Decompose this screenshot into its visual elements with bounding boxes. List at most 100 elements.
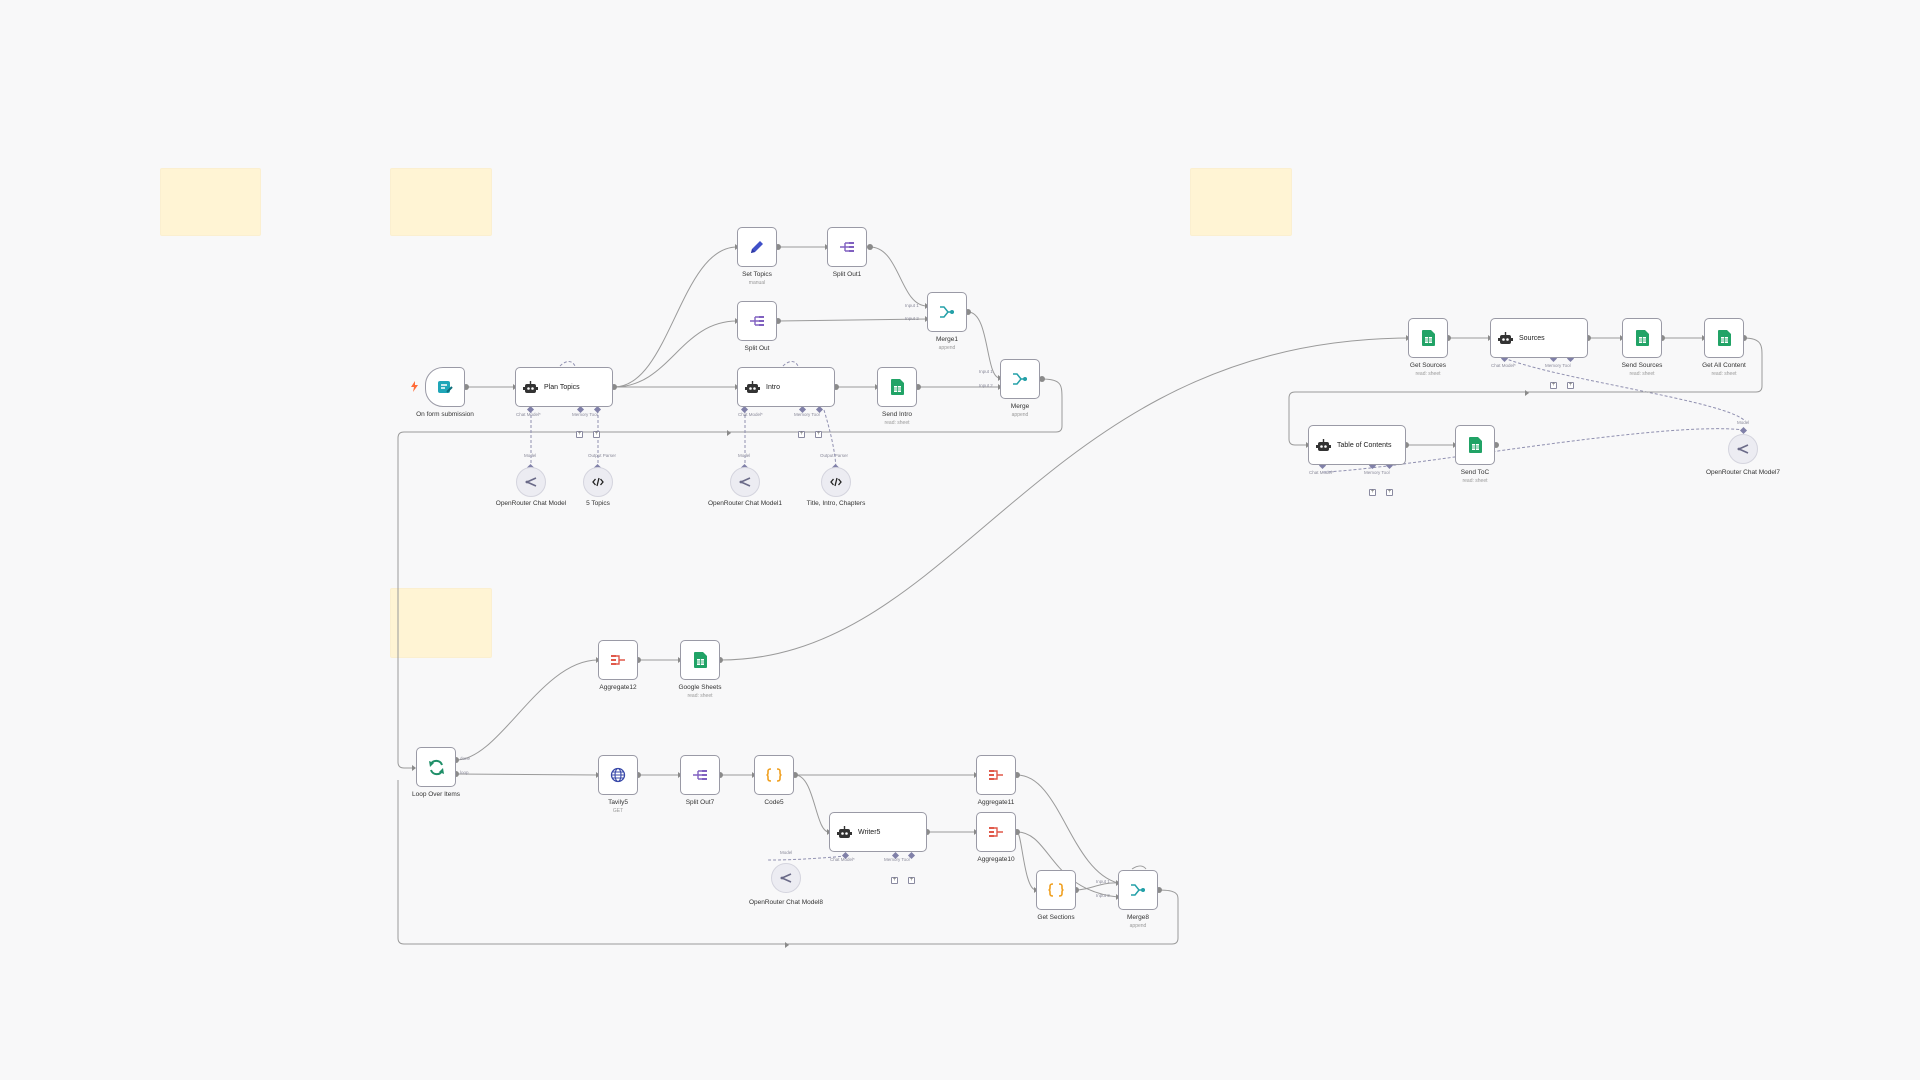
loop-over-items-node[interactable] [416,747,456,787]
writer5-agent-node[interactable]: Writer5 [829,812,927,852]
node-subtitle: read: sheet [687,693,713,699]
sticky-note[interactable] [1190,168,1292,236]
add-tool-button[interactable]: + [1550,382,1557,389]
robot-icon [837,825,852,839]
node-label: Aggregate12 [599,684,637,691]
sticky-note[interactable] [160,168,261,236]
node-subtitle: append [938,345,956,351]
merge8-node[interactable] [1118,870,1158,910]
node-label: On form submission [416,411,474,418]
input-tag: Model [1737,420,1750,425]
get-all-content-node[interactable] [1704,318,1744,358]
openrouter-icon [525,477,537,487]
table-of-contents-agent-node[interactable]: Table of Contents [1308,425,1406,465]
node-name: Send Intro [882,411,912,418]
node-name: Get Sources [1409,362,1447,369]
get-sections-node[interactable] [1036,870,1076,910]
split-out1-node[interactable] [827,227,867,267]
openrouter-model7-node[interactable] [1728,434,1758,464]
five-topics-parser-node[interactable] [583,467,613,497]
sticky-note[interactable] [390,588,492,658]
connection [613,246,738,388]
connection [1016,774,1119,884]
node-label: Split Out7 [685,799,715,806]
add-memory-button[interactable]: + [1386,489,1393,496]
connection [613,320,738,388]
node-label: Title, Intro, Chapters [806,500,866,507]
title-intro-chapters-parser-node[interactable] [821,467,851,497]
aggregate12-node[interactable] [598,640,638,680]
split-icon [839,241,855,253]
node-label: Get Sections [1037,914,1075,921]
add-memory-button[interactable]: + [815,431,822,438]
add-tool-button[interactable]: + [576,431,583,438]
merge-node[interactable] [1000,359,1040,399]
openrouter-model-node[interactable] [516,467,546,497]
openrouter-model1-node[interactable] [730,467,760,497]
add-tool-button[interactable]: + [1369,489,1376,496]
input-tag: Memory Tool [884,857,910,862]
intro-agent-node[interactable]: Intro [737,367,835,407]
add-tool-button[interactable]: + [891,877,898,884]
braces-icon [766,768,782,782]
node-label: OpenRouter Chat Model7 [1705,469,1781,476]
google-sheets-node[interactable] [680,640,720,680]
openrouter-icon [780,873,792,883]
node-name: Google Sheets [678,684,722,691]
split-out7-node[interactable] [680,755,720,795]
node-subtitle: read: sheet [1629,371,1655,377]
input-tag: Input 2 [1096,893,1110,898]
aggregate-icon [988,769,1004,781]
node-label: Send Intro read: sheet [852,411,942,427]
robot-icon [523,380,538,394]
plan-topics-agent-node[interactable]: Plan Topics [515,367,613,407]
input-tag: Output Parser [588,453,617,458]
aggregate11-node[interactable] [976,755,1016,795]
set-topics-node[interactable] [737,227,777,267]
send-intro-node[interactable] [877,367,917,407]
sticky-note[interactable] [390,168,492,236]
form-trigger-node[interactable] [425,367,465,407]
aggregate10-node[interactable] [976,812,1016,852]
send-toc-node[interactable] [1455,425,1495,465]
loop-icon [428,759,445,776]
code-icon [830,477,842,487]
merge1-node[interactable] [927,292,967,332]
add-memory-button[interactable]: + [593,431,600,438]
input-tag: Input 1 [979,369,993,374]
input-tag: Output Parser [820,453,849,458]
add-memory-button[interactable]: + [908,877,915,884]
output-tag: loop [460,770,469,775]
sources-agent-node[interactable]: Sources [1490,318,1588,358]
node-name: Set Topics [742,271,772,278]
node-label: OpenRouter Chat Model8 [748,899,824,906]
input-tag: Input 2 [979,383,993,388]
get-sources-node[interactable] [1408,318,1448,358]
node-label: Code5 [764,799,784,806]
openrouter-model8-node[interactable] [771,863,801,893]
code5-node[interactable] [754,755,794,795]
add-memory-button[interactable]: + [1567,382,1574,389]
add-tool-button[interactable]: + [798,431,805,438]
sheets-icon [1421,330,1435,346]
send-sources-node[interactable] [1622,318,1662,358]
split-out-node[interactable] [737,301,777,341]
connection [1131,865,1147,870]
input-tag: Chat Model* [1491,363,1516,368]
tavily5-node[interactable] [598,755,638,795]
node-subtitle: append [1129,923,1147,929]
input-tag: Chat Model* [738,412,763,417]
input-tag: Model [524,453,537,458]
input-tag: Memory Tool [572,412,598,417]
connection [559,361,576,367]
sheets-icon [890,379,904,395]
node-subtitle: read: sheet [884,420,910,426]
merge-icon [1012,372,1028,386]
